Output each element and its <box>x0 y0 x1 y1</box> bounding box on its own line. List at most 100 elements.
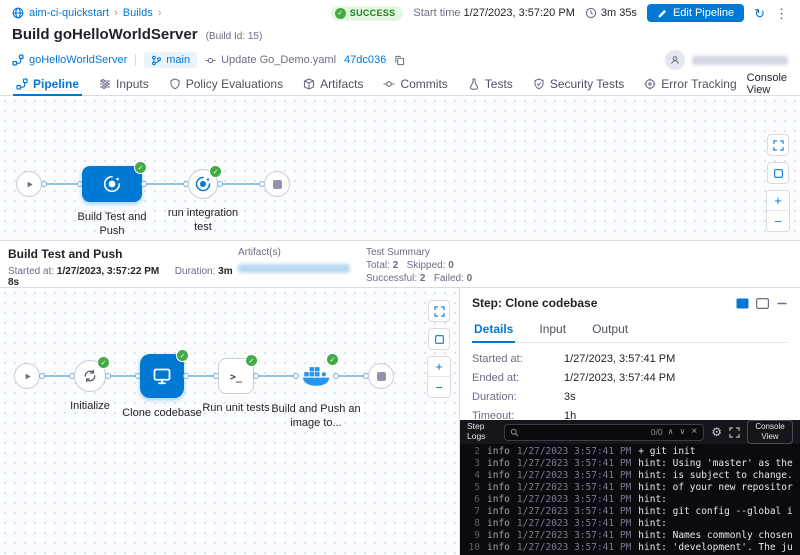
log-line-number: 9 <box>467 530 480 542</box>
log-line: 10 info 1/27/2023 3:57:41 PM hint: 'deve… <box>460 542 800 554</box>
success-check-icon <box>134 161 147 174</box>
step-label: Run unit tests <box>191 402 281 416</box>
policy-evaluations-icon <box>169 78 181 90</box>
log-level: info <box>487 506 510 518</box>
pipeline-icon <box>12 54 24 66</box>
tab-policy-evaluations[interactable]: Policy Evaluations <box>159 72 293 95</box>
log-text: hint: <box>638 494 667 506</box>
collapse-icon[interactable] <box>776 298 788 309</box>
tab-input[interactable]: Input <box>537 319 568 342</box>
zoom-in-button[interactable] <box>428 357 450 377</box>
pencil-icon <box>657 8 668 19</box>
log-timestamp: 1/27/2023 3:57:41 PM <box>517 482 631 494</box>
project-icon <box>12 7 24 19</box>
stage-name: Build Test and Push <box>8 247 238 261</box>
tab-error-tracking[interactable]: Error Tracking <box>634 72 746 95</box>
tab-output[interactable]: Output <box>590 319 630 342</box>
breadcrumb-project[interactable]: aim-ci-quickstart <box>29 7 109 19</box>
detail-label: Duration: <box>472 391 564 403</box>
tab-details[interactable]: Details <box>472 319 515 342</box>
fullscreen-icon[interactable] <box>767 134 789 156</box>
log-timestamp: 1/27/2023 3:57:41 PM <box>517 458 631 470</box>
stage-graph: Build Test and Push run integration test <box>0 96 800 240</box>
tab-security-tests[interactable]: Security Tests <box>523 72 634 95</box>
stage-node-run-integration-test[interactable]: run integration test <box>188 169 218 199</box>
avatar[interactable] <box>665 50 685 70</box>
refresh-icon[interactable] <box>754 7 765 20</box>
log-text: hint: Using 'master' as the name for th <box>638 458 793 470</box>
tests-icon <box>468 78 480 90</box>
log-timestamp: 1/27/2023 3:57:41 PM <box>517 446 631 458</box>
split-view-icon[interactable] <box>736 298 749 309</box>
log-text: hint: 'development'. The just-created b <box>638 542 793 554</box>
log-settings-gear-icon[interactable] <box>711 426 722 438</box>
tab-tests[interactable]: Tests <box>458 72 523 95</box>
log-level: info <box>487 542 510 554</box>
zoom-in-button[interactable] <box>767 191 789 211</box>
play-icon <box>22 371 33 382</box>
more-menu-icon[interactable] <box>775 7 788 20</box>
step-node-clone-codebase[interactable]: Clone codebase <box>140 354 184 398</box>
pipeline-meta-row: goHelloWorldServer main Update Go_Demo.y… <box>0 48 800 72</box>
redacted-artifact-link[interactable] <box>238 264 350 273</box>
stage-summary: Build Test and Push Started at: 1/27/202… <box>8 247 238 287</box>
log-line-number: 2 <box>467 446 480 458</box>
connector <box>218 183 264 185</box>
stage-node-build-test-and-push[interactable]: Build Test and Push <box>82 166 142 202</box>
step-node-run-unit-tests[interactable]: Run unit tests <box>218 358 254 394</box>
edit-pipeline-button[interactable]: Edit Pipeline <box>647 4 744 22</box>
search-icon <box>510 428 519 437</box>
log-level: info <box>487 518 510 530</box>
log-text: + git init <box>638 446 695 458</box>
log-search-input[interactable] <box>523 427 647 437</box>
search-match-count: 0/0 <box>651 427 663 437</box>
pipeline-end-node <box>264 171 290 197</box>
pipeline-name-link[interactable]: goHelloWorldServer <box>12 54 127 66</box>
breadcrumb-separator <box>114 7 118 19</box>
log-line-number: 6 <box>467 494 480 506</box>
zoom-out-button[interactable] <box>428 377 450 397</box>
start-time: Start time 1/27/2023, 3:57:20 PM <box>413 7 574 19</box>
log-timestamp: 1/27/2023 3:57:41 PM <box>517 542 631 554</box>
step-end-node <box>368 363 394 389</box>
pane-view-icon[interactable] <box>756 298 769 309</box>
zoom-out-button[interactable] <box>767 211 789 231</box>
stage-graph-controls <box>766 134 790 232</box>
step-node-initialize[interactable]: Initialize <box>74 360 106 392</box>
commit-sha-link[interactable]: 47dc036 <box>344 54 386 66</box>
docker-icon <box>301 364 331 388</box>
log-line: 2 info 1/27/2023 3:57:41 PM + git init <box>460 446 800 458</box>
detail-row: Started at: 1/27/2023, 3:57:41 PM <box>472 353 788 365</box>
search-prev-icon[interactable] <box>667 428 675 436</box>
tab-pipeline[interactable]: Pipeline <box>6 72 89 95</box>
test-summary-label: Test Summary <box>366 247 792 258</box>
fit-view-icon[interactable] <box>767 162 789 184</box>
connector <box>42 183 82 185</box>
fullscreen-icon[interactable] <box>428 300 450 322</box>
breadcrumb-builds[interactable]: Builds <box>123 7 153 19</box>
step-panel-header: Step: Clone codebase <box>472 296 788 310</box>
play-icon <box>24 179 35 190</box>
search-close-icon[interactable] <box>690 427 698 437</box>
triggered-by <box>665 50 788 70</box>
branch-icon <box>151 55 162 66</box>
copy-icon[interactable] <box>394 55 405 66</box>
log-level: info <box>487 446 510 458</box>
step-node-build-and-push[interactable]: Build and Push an image to... <box>298 358 334 394</box>
log-fullscreen-icon[interactable] <box>729 427 740 438</box>
fit-view-icon[interactable] <box>428 328 450 350</box>
log-line: 6 info 1/27/2023 3:57:41 PM hint: <box>460 494 800 506</box>
branch-chip[interactable]: main <box>144 52 197 68</box>
search-next-icon[interactable] <box>679 428 687 436</box>
log-level: info <box>487 530 510 542</box>
tab-commits[interactable]: Commits <box>373 72 457 95</box>
console-view-button[interactable]: Console View <box>747 420 793 443</box>
tab-artifacts[interactable]: Artifacts <box>293 72 373 95</box>
console-view-toggle[interactable]: Console View <box>747 72 800 96</box>
status-badge: SUCCESS <box>331 6 404 21</box>
log-text: hint: git config --global init.defaul <box>638 506 793 518</box>
build-id: (Build Id: 15) <box>206 31 263 42</box>
tab-inputs[interactable]: Inputs <box>89 72 159 95</box>
log-line: 3 info 1/27/2023 3:57:41 PM hint: Using … <box>460 458 800 470</box>
